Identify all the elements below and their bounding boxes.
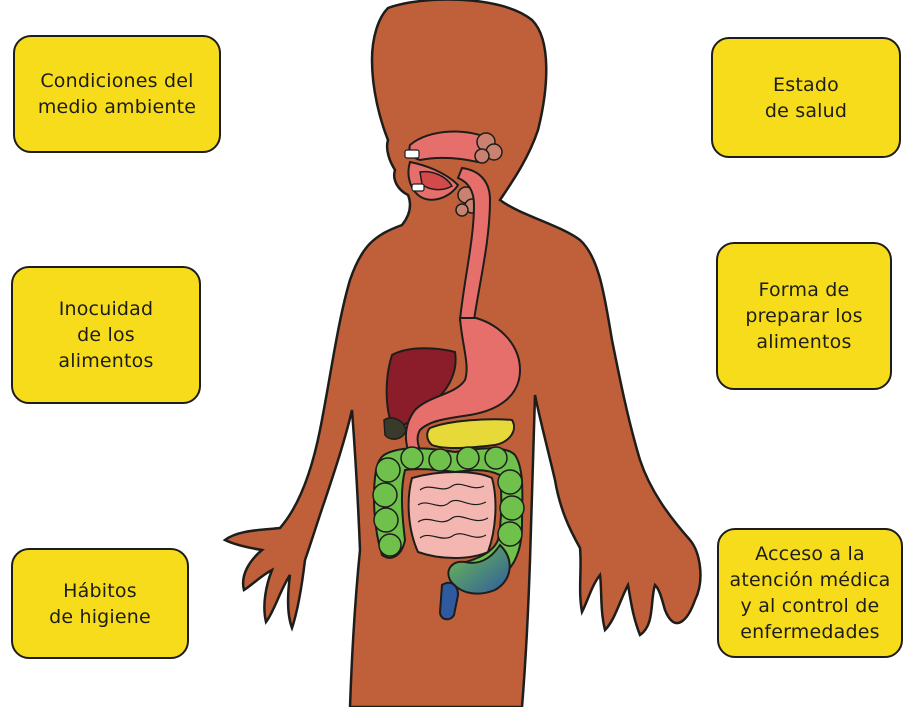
factor-box-estado: Estado de salud xyxy=(711,37,901,158)
factor-label-estado: Estado de salud xyxy=(765,72,847,124)
teeth-upper xyxy=(405,150,419,158)
factor-label-inocuidad: Inocuidad de los alimentos xyxy=(58,296,153,374)
factor-label-forma: Forma de preparar los alimentos xyxy=(745,277,862,355)
small-intestine xyxy=(409,472,496,558)
factor-box-condiciones: Condiciones del medio ambiente xyxy=(13,35,221,153)
factor-label-acceso: Acceso a la atención médica y al control… xyxy=(730,541,891,645)
factor-box-inocuidad: Inocuidad de los alimentos xyxy=(11,266,201,404)
factor-box-acceso: Acceso a la atención médica y al control… xyxy=(717,528,903,658)
human-body-silhouette xyxy=(225,0,700,707)
factor-box-forma: Forma de preparar los alimentos xyxy=(716,242,892,390)
factor-label-condiciones: Condiciones del medio ambiente xyxy=(38,68,196,120)
factor-label-habitos: Hábitos de higiene xyxy=(49,578,151,630)
factor-box-habitos: Hábitos de higiene xyxy=(11,548,189,659)
teeth-lower xyxy=(412,184,424,191)
